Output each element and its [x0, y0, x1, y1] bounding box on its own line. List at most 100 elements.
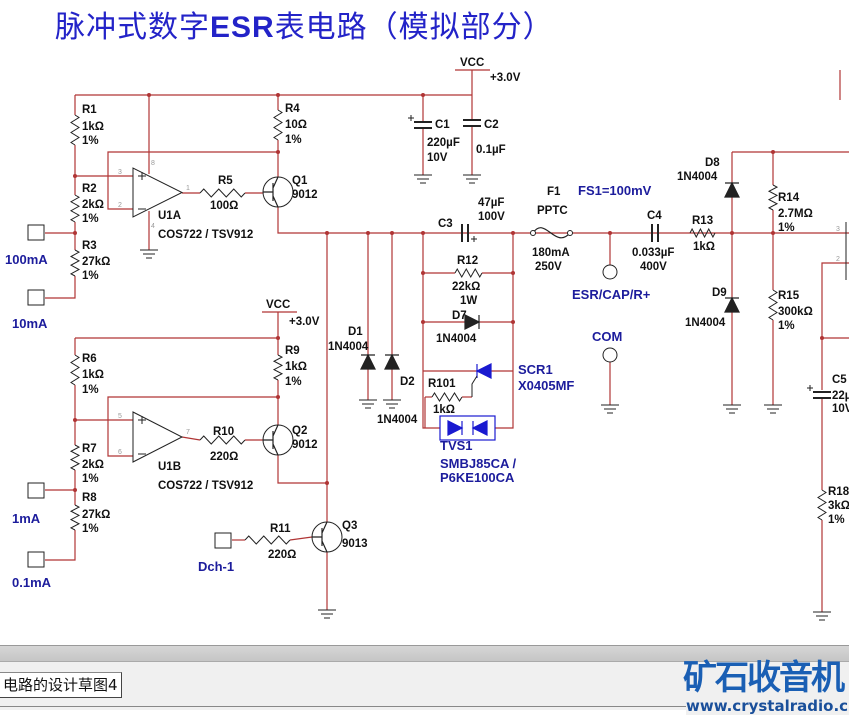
label-r18_t: 1% — [828, 514, 845, 526]
label-r12: R12 — [457, 255, 478, 267]
diode-d9 — [724, 296, 740, 313]
label-c1_v: 220µF — [427, 137, 460, 149]
ground-icon — [383, 399, 401, 409]
resistor-r13 — [689, 227, 716, 239]
diode-d2 — [384, 353, 400, 370]
label-range_100ma: 100mA — [5, 252, 48, 267]
label-r11: R11 — [270, 523, 291, 535]
pin-number: 2 — [836, 256, 840, 263]
label-r12_t: 1W — [460, 295, 477, 307]
label-r4: R4 — [285, 103, 300, 115]
label-c2: C2 — [484, 119, 499, 131]
label-vcc1: VCC — [460, 57, 484, 69]
label-f1_t: 250V — [535, 261, 562, 273]
label-tvs1: TVS1 — [440, 438, 473, 453]
pin-number: 1 — [186, 185, 190, 192]
terminal-1ma — [27, 482, 45, 499]
terminal-com — [602, 347, 618, 363]
resistor-r11 — [244, 535, 291, 545]
label-r2: R2 — [82, 183, 97, 195]
label-q1_v: 9012 — [292, 189, 318, 201]
title-text: 脉冲式数字 — [55, 10, 210, 45]
label-r5: R5 — [218, 175, 233, 187]
label-r15_v: 300kΩ — [778, 306, 813, 318]
label-r18: R18 — [828, 486, 849, 498]
ground-icon — [414, 174, 432, 184]
label-r1_t: 1% — [82, 135, 99, 147]
opamp-u1a — [132, 167, 184, 218]
label-r8_v: 27kΩ — [82, 509, 110, 521]
label-u1a_v: COS722 / TSV912 — [158, 229, 253, 241]
label-r14: R14 — [778, 192, 800, 204]
label-d1_v: 1N4004 — [328, 341, 369, 353]
label-range_1ma: 1mA — [12, 511, 41, 526]
wire — [821, 262, 849, 390]
wire — [107, 151, 278, 210]
label-c3: C3 — [438, 218, 453, 230]
pin-number: 8 — [151, 160, 155, 167]
watermark-logo: 矿石收音机 — [683, 658, 845, 698]
label-d8_v: 1N4004 — [677, 171, 718, 183]
wire — [181, 436, 201, 441]
pin-number: 7 — [186, 429, 190, 436]
resistor-r10 — [199, 435, 246, 445]
label-r18_v: 3kΩ — [828, 500, 849, 512]
diode-d7 — [464, 314, 481, 330]
label-com: COM — [592, 329, 622, 344]
label-d8: D8 — [705, 157, 720, 169]
label-c4_t: 400V — [640, 261, 667, 273]
terminal-0-1ma — [27, 551, 45, 568]
schematic-canvas[interactable]: VCC+3.0VVCC+3.0VR11kΩ1%R22kΩ1%R327kΩ1%R4… — [0, 0, 849, 645]
label-r101: R101 — [428, 378, 456, 390]
resistor-r7 — [69, 444, 81, 471]
terminal-dch-1 — [214, 532, 232, 549]
pin-number: 3 — [118, 169, 122, 176]
wire — [75, 312, 279, 339]
label-scr1: SCR1 — [518, 362, 553, 377]
capacitor-c1 — [414, 121, 432, 129]
junction-dot — [511, 320, 515, 324]
label-r13_v: 1kΩ — [693, 241, 715, 253]
wire — [277, 455, 327, 484]
label-d9_v: 1N4004 — [685, 317, 726, 329]
opamp-pin-signs — [138, 416, 146, 455]
scr-gate — [471, 375, 478, 397]
ground-icon — [764, 404, 782, 414]
transistor-leads — [263, 424, 279, 456]
resistor-r8 — [69, 504, 81, 531]
fuse-pin — [567, 230, 573, 236]
wire — [495, 233, 514, 429]
resistor-r18 — [817, 489, 827, 521]
fuse-pin — [530, 230, 536, 236]
tvs-tvs1 — [439, 415, 496, 441]
polarity-icon — [408, 115, 414, 121]
label-fs1: FS1=100mV — [578, 183, 652, 198]
label-scr1_v: X0405MF — [518, 378, 574, 393]
label-d1: D1 — [348, 326, 363, 338]
label-c4_v: 0.033µF — [632, 247, 674, 259]
pin-number: 5 — [118, 413, 122, 420]
ground-icon — [601, 404, 619, 414]
tab-design-sheet-4[interactable]: 电路的设计草图4 — [0, 672, 122, 698]
label-r7_v: 2kΩ — [82, 459, 104, 471]
capacitor-c5 — [813, 391, 831, 399]
scr-scr1 — [475, 363, 492, 379]
ground-icon — [140, 249, 158, 259]
label-r6_v: 1kΩ — [82, 369, 104, 381]
label-r7_t: 1% — [82, 473, 99, 485]
wires — [45, 69, 849, 612]
tvs-diode — [447, 420, 464, 436]
polarity-icon — [471, 236, 477, 242]
horizontal-scrollbar[interactable] — [0, 645, 849, 662]
ground-icon — [463, 174, 481, 184]
wire — [45, 530, 76, 561]
label-u1a: U1A — [158, 210, 181, 222]
label-r3_t: 1% — [82, 270, 99, 282]
label-r10: R10 — [213, 426, 234, 438]
terminal-10ma — [27, 289, 45, 306]
label-c2_v: 0.1µF — [476, 144, 506, 156]
junction-dot — [325, 231, 329, 235]
label-r4_v: 10Ω — [285, 119, 307, 131]
ground-icon — [723, 404, 741, 414]
pin-number: 3 — [836, 226, 840, 233]
